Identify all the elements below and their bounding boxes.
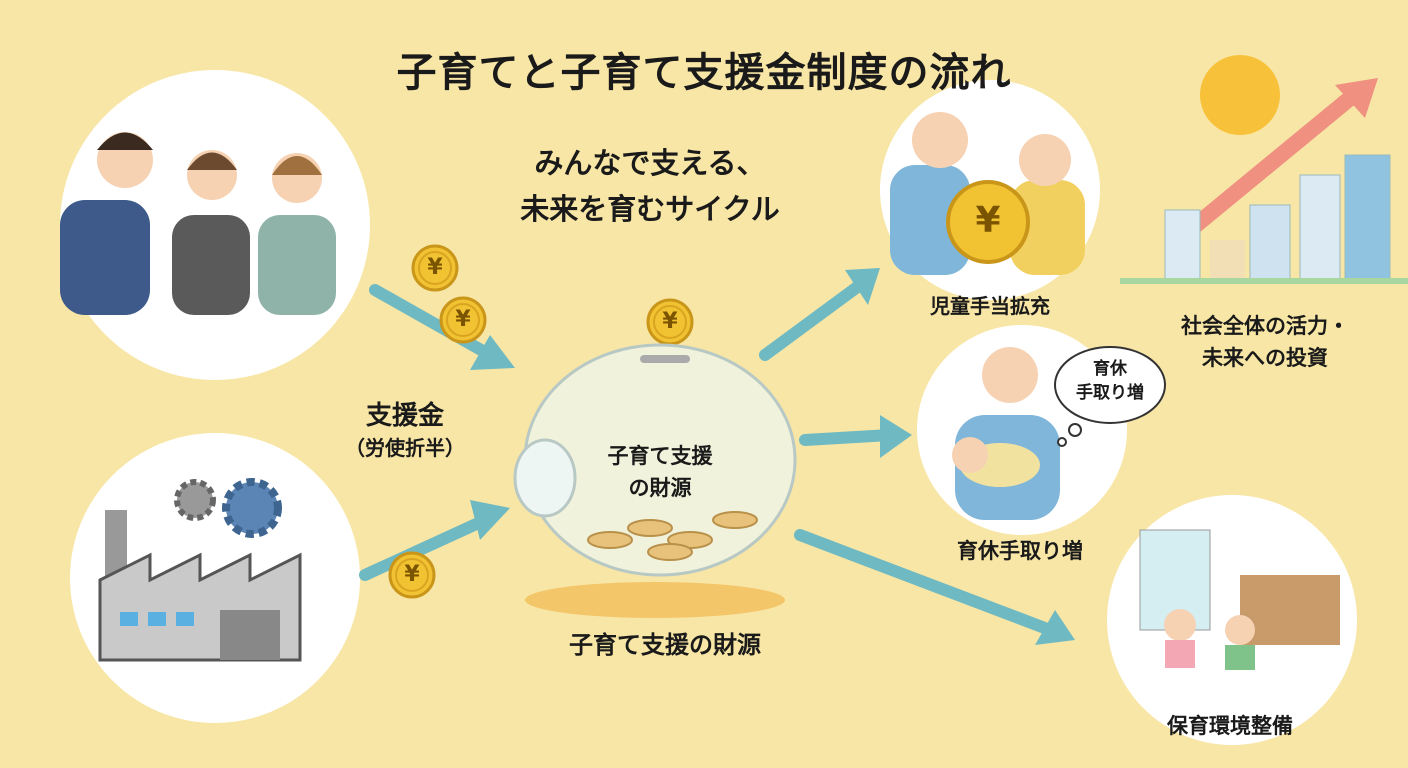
city-icon [1120,55,1408,284]
nursery-icon [1139,529,1340,670]
subtitle-line2: 未来を育むサイクル [520,192,780,226]
piggy-bank-caption: 子育て支援の財源 [569,631,761,659]
yen-icon: ¥ [427,255,443,280]
bubble-line1: 育休 [1093,359,1127,379]
outcome-childcare: 保育環境整備 [1167,714,1293,738]
page-title: 子育てと子育て支援金制度の流れ [396,50,1012,96]
outcome-child-allowance: 児童手当拡充 [930,294,1050,318]
society-line1: 社会全体の活力・ [1181,314,1349,338]
contribution-label: 支援金 [365,401,444,431]
father-baby-icon [952,346,1166,520]
yen-icon: ¥ [455,307,471,332]
subtitle-line1: みんなで支える、 [534,146,766,180]
subtitle: みんなで支える、 未来を育むサイクル [470,140,830,232]
thought-bubble: 育休 手取り増 [1060,357,1160,405]
yen-icon: ¥ [404,562,420,587]
family-icon [890,112,1085,275]
outcome-parental-leave: 育休手取り増 [957,539,1083,563]
yen-icon: ¥ [662,309,678,334]
piggy-bank-label: 子育て支援 の財源 [590,440,730,504]
flow-arrows [359,82,1368,636]
piggy-bank-icon [513,343,797,618]
workers-icon [60,132,336,315]
piggy-bank-label-line2: の財源 [628,476,692,500]
bubble-line2: 手取り増 [1076,383,1144,403]
yen-icon: ¥ [975,200,1001,241]
society-line2: 未来への投資 [1202,346,1328,370]
society-label: 社会全体の活力・ 未来への投資 [1150,310,1380,374]
factory-icon [98,478,302,662]
piggy-bank-label-line1: 子育て支援 [607,444,713,468]
contribution-note: （労使折半） [345,436,465,460]
